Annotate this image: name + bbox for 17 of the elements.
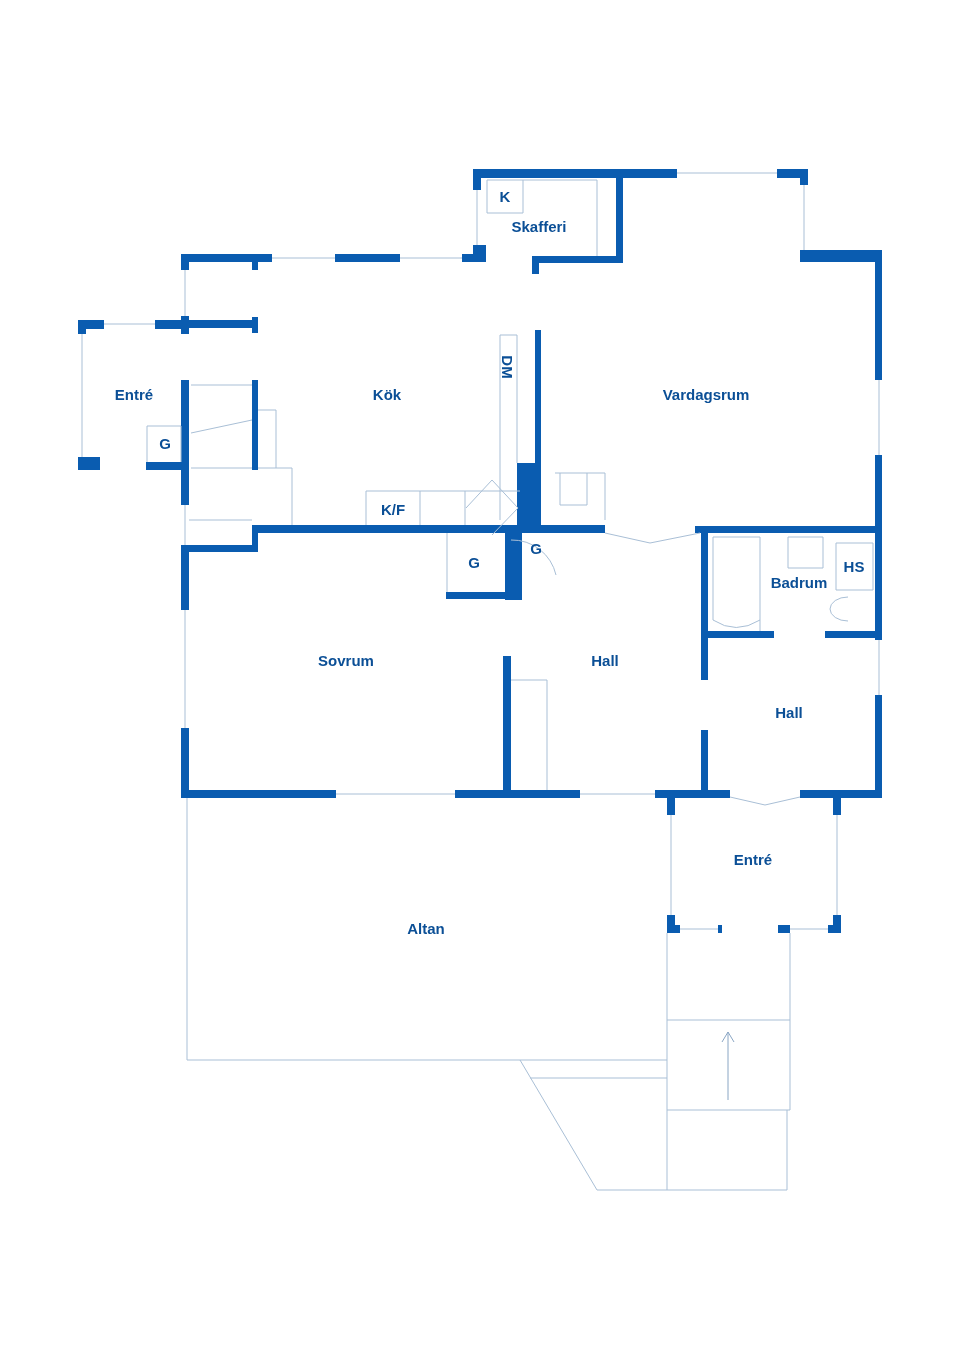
fixture-label: HS: [843, 557, 865, 575]
room-label: Entré: [733, 850, 773, 868]
room-label: Vardagsrum: [662, 385, 750, 403]
room-label: Hall: [775, 703, 803, 721]
fixture-label: K: [499, 187, 511, 205]
fixture-label: DM: [498, 355, 516, 379]
fixture-label: K/F: [380, 500, 406, 518]
room-label: Altan: [407, 919, 445, 937]
fixture-label: G: [468, 553, 480, 571]
room-label: Kök: [372, 385, 402, 403]
fixture-label: G: [530, 539, 542, 557]
room-label: Hall: [591, 651, 619, 669]
room-label: Badrum: [770, 573, 828, 591]
room-label: Skafferi: [511, 217, 567, 235]
room-label: Sovrum: [318, 651, 374, 669]
fixture-label: G: [159, 434, 171, 452]
room-label: Entré: [114, 385, 154, 403]
